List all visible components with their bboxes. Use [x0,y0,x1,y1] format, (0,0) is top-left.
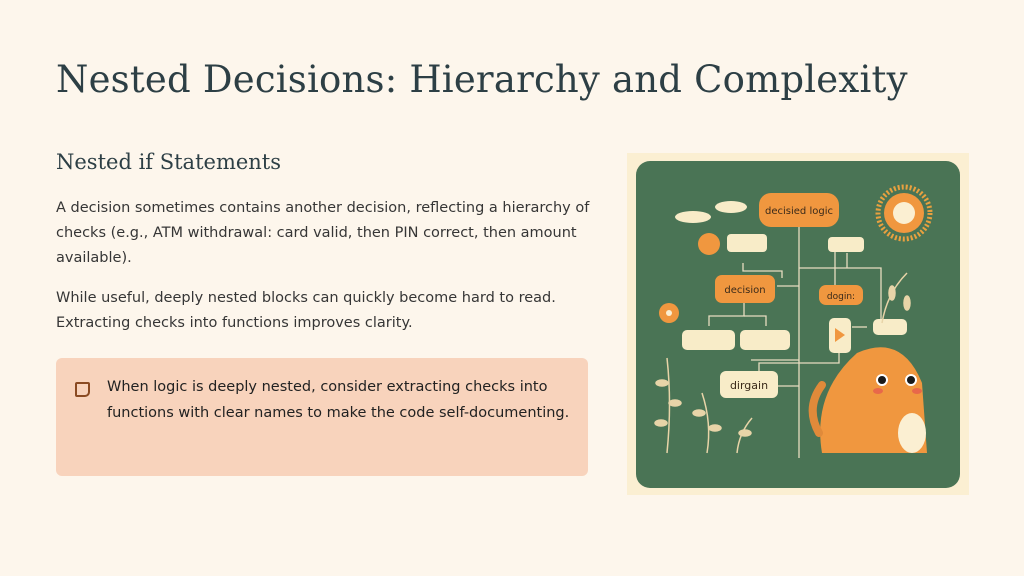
node-right-label: dogin: [827,292,855,302]
sun-rays-icon [875,184,933,242]
sticky-note-icon [75,382,90,397]
illustration-svg: decisied logic decision dogin: dirgain [636,161,960,488]
node-left-label: decision [724,285,765,296]
decision-illustration: decisied logic decision dogin: dirgain [627,153,969,495]
paragraph-clarity: While useful, deeply nested blocks can q… [56,290,556,331]
cat-illustration [808,347,927,453]
node-lines-box [682,330,735,350]
plants-decoration [654,272,911,454]
cloud-icon [675,211,711,223]
cat-eye [876,374,888,386]
node-text-box [727,234,767,252]
paragraph-hierarchy: A decision sometimes contains another de… [56,200,590,266]
slide-title: Nested Decisions: Hierarchy and Complexi… [56,58,908,101]
node-top-label: decisied logic [765,206,833,217]
node-arrows-box [873,319,907,335]
node-bottom-label: dirgain [730,379,768,392]
cloud-icon [715,201,747,213]
node-dots-box [828,237,864,252]
tip-callout: When logic is deeply nested, consider ex… [56,358,588,476]
cat-eye [905,374,917,386]
section-subtitle: Nested if Statements [56,150,282,174]
callout-text: When logic is deeply nested, consider ex… [107,379,570,421]
node-left [715,275,775,303]
node-top [759,193,839,227]
play-icon [835,328,845,342]
node-right [819,285,863,305]
node-bottom [720,371,778,398]
node-toggle-box [740,330,790,350]
clock-icon [698,233,720,255]
